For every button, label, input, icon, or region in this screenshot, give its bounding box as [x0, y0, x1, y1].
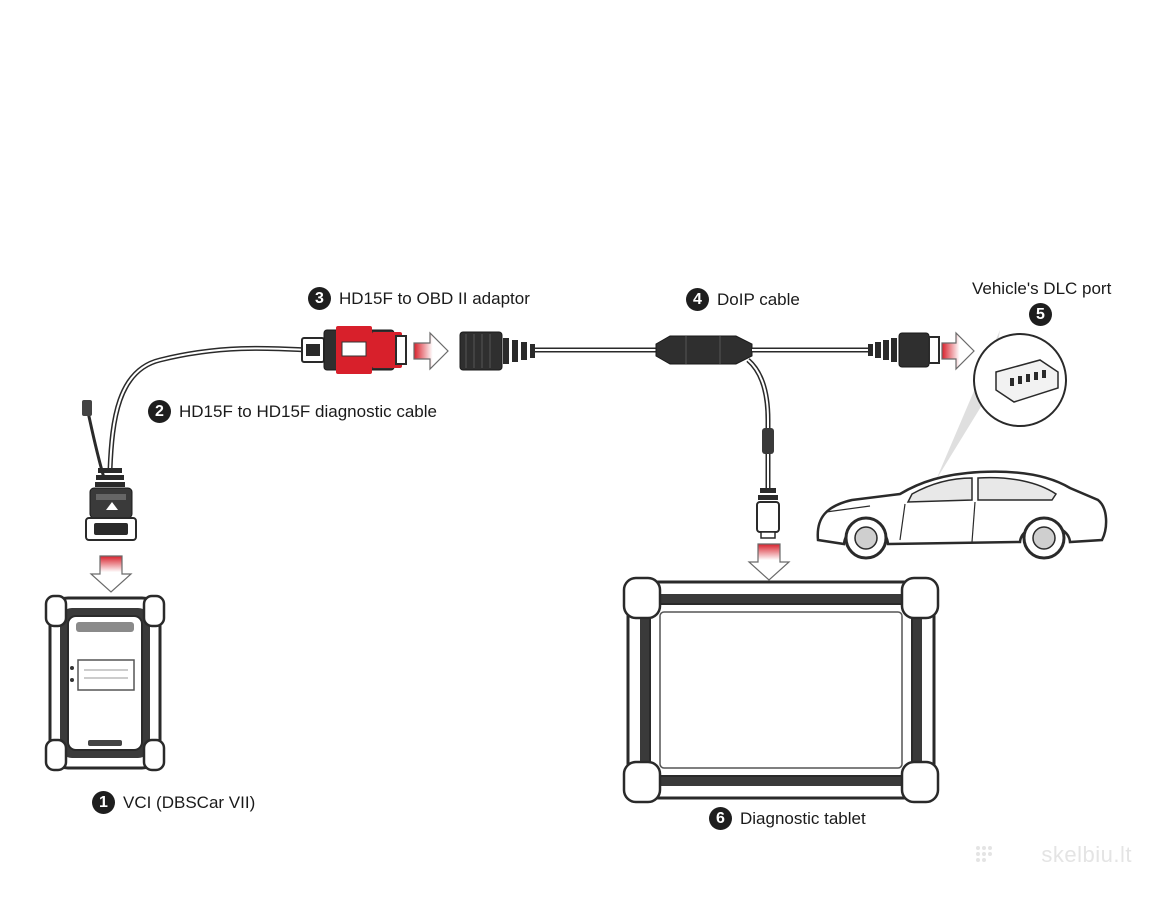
- label-diag-cable: 2 HD15F to HD15F diagnostic cable: [148, 400, 437, 423]
- label-text: Diagnostic tablet: [740, 808, 866, 828]
- label-text: HD15F to OBD II adaptor: [339, 288, 530, 308]
- step-number-3: 3: [308, 287, 331, 310]
- step-number-6: 6: [709, 807, 732, 830]
- label-doip-cable: 4 DoIP cable: [686, 288, 800, 311]
- watermark-logo-icon: [976, 846, 992, 862]
- label-obd-adaptor: 3 HD15F to OBD II adaptor: [308, 287, 530, 310]
- arrow-right-icon: [941, 331, 975, 371]
- step-number-5: 5: [1029, 303, 1052, 326]
- vehicle: [816, 470, 1108, 560]
- label-tablet: 6 Diagnostic tablet: [709, 807, 866, 830]
- arrow-down-icon: [89, 555, 133, 593]
- arrow-right-icon: [413, 331, 449, 371]
- doip-cable: [459, 331, 940, 539]
- label-dlc-port-number: 5: [1029, 303, 1052, 326]
- label-text: DoIP cable: [717, 289, 800, 309]
- label-text: Vehicle's DLC port: [972, 279, 1112, 298]
- arrow-down-icon: [747, 543, 791, 581]
- diagnostic-tablet: [622, 576, 940, 804]
- hd15f-diagnostic-cable: [82, 345, 307, 541]
- step-number-4: 4: [686, 288, 709, 311]
- step-number-2: 2: [148, 400, 171, 423]
- label-vci: 1 VCI (DBSCar VII): [92, 791, 255, 814]
- label-dlc-port: Vehicle's DLC port: [972, 279, 1111, 299]
- watermark: skelbiu.lt: [1041, 842, 1132, 867]
- dlc-port-callout: [936, 330, 1067, 480]
- step-number-1: 1: [92, 791, 115, 814]
- label-text: VCI (DBSCar VII): [123, 792, 256, 812]
- label-text: HD15F to HD15F diagnostic cable: [179, 401, 437, 421]
- obd-adaptor: [301, 326, 407, 374]
- vci-device: [44, 594, 166, 772]
